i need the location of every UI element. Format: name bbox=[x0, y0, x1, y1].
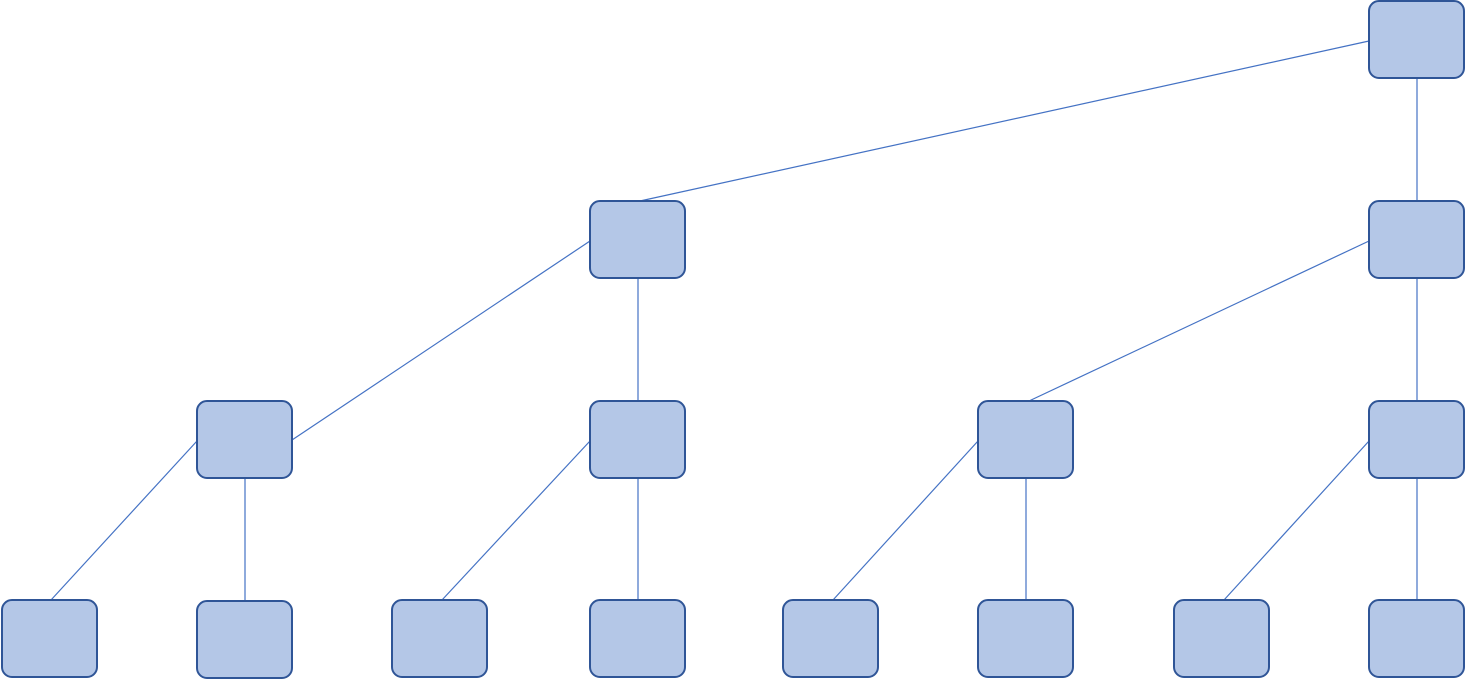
tree-node-n0 bbox=[1368, 0, 1465, 79]
tree-node-n2 bbox=[1368, 200, 1465, 279]
tree-node-n8 bbox=[196, 600, 293, 679]
tree-node-n11 bbox=[782, 599, 879, 678]
node-box bbox=[196, 600, 293, 679]
node-box bbox=[196, 400, 293, 479]
node-box bbox=[589, 200, 686, 279]
edge-n1-n3 bbox=[291, 240, 591, 441]
tree-node-n13 bbox=[1173, 599, 1270, 678]
node-box bbox=[782, 599, 879, 678]
node-box bbox=[1173, 599, 1270, 678]
edge-n2-n5 bbox=[1028, 240, 1370, 402]
node-box bbox=[1368, 599, 1465, 678]
tree-node-n5 bbox=[977, 400, 1074, 479]
node-box bbox=[1, 599, 98, 678]
edge-n4-n9 bbox=[441, 440, 591, 601]
edge-n0-n1 bbox=[639, 40, 1370, 202]
tree-node-n9 bbox=[391, 599, 488, 678]
tree-node-n3 bbox=[196, 400, 293, 479]
node-box bbox=[589, 599, 686, 678]
node-box bbox=[1368, 200, 1465, 279]
edges-layer bbox=[50, 40, 1418, 601]
edge-n3-n7 bbox=[50, 440, 198, 601]
tree-node-n12 bbox=[977, 599, 1074, 678]
tree-node-n14 bbox=[1368, 599, 1465, 678]
tree-node-n10 bbox=[589, 599, 686, 678]
node-box bbox=[977, 599, 1074, 678]
node-box bbox=[1368, 0, 1465, 79]
edge-n5-n11 bbox=[832, 440, 979, 601]
node-box bbox=[391, 599, 488, 678]
node-box bbox=[589, 400, 686, 479]
node-box bbox=[977, 400, 1074, 479]
tree-node-n7 bbox=[1, 599, 98, 678]
edge-n6-n13 bbox=[1223, 440, 1370, 601]
node-box bbox=[1368, 400, 1465, 479]
tree-node-n1 bbox=[589, 200, 686, 279]
tree-node-n4 bbox=[589, 400, 686, 479]
tree-node-n6 bbox=[1368, 400, 1465, 479]
